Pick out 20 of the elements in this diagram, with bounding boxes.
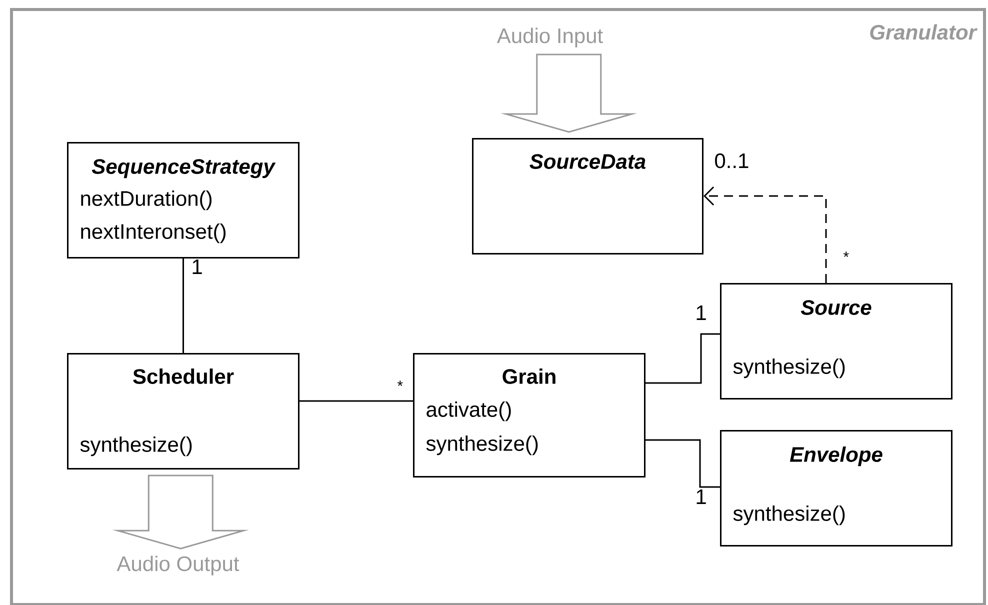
multiplicity-label: 1 bbox=[696, 306, 706, 320]
class-box: Envelope synthesize() bbox=[720, 430, 952, 546]
block-arrow bbox=[500, 54, 638, 133]
association-line bbox=[182, 258, 184, 353]
block-arrow bbox=[112, 474, 249, 550]
port-label: Audio Output bbox=[116, 556, 240, 576]
multiplicity-label: 1 bbox=[696, 490, 706, 504]
multiplicity-label: * bbox=[397, 380, 403, 386]
port-label: Audio Input bbox=[496, 28, 603, 48]
class-box: SequenceStrategy nextDuration() nextInteronset() bbox=[67, 142, 300, 258]
multiplicity-label: * bbox=[843, 252, 849, 257]
class-box: Source synthesize() bbox=[720, 283, 952, 400]
class-box: SourceData bbox=[472, 138, 704, 254]
class-box: Grain activate() synthesize() bbox=[413, 353, 646, 478]
association-line bbox=[646, 439, 720, 488]
association-line bbox=[300, 400, 413, 402]
association-line bbox=[646, 333, 720, 384]
multiplicity-label: 1 bbox=[192, 260, 202, 274]
dependency-arrow bbox=[704, 186, 827, 283]
class-box: Scheduler synthesize() bbox=[67, 353, 300, 470]
